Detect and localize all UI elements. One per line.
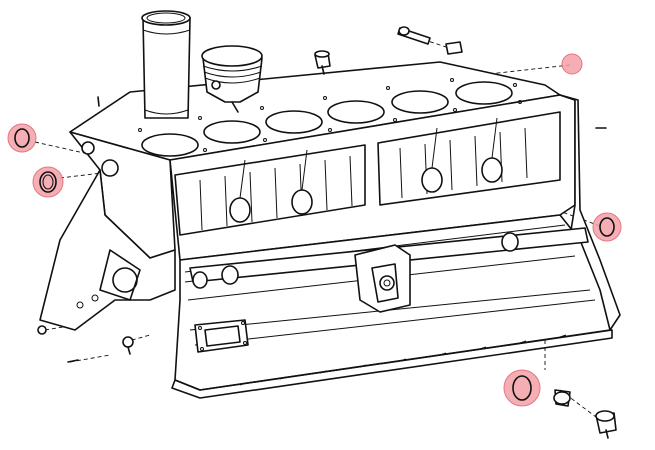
core-plug-rear-top[interactable] <box>561 53 583 75</box>
core-plug-bottom[interactable] <box>503 369 541 407</box>
core-plug-rear-side[interactable] <box>592 212 622 242</box>
piston <box>201 45 263 113</box>
cylinder-bores <box>138 78 522 157</box>
core-plug-highlights <box>7 53 622 407</box>
core-plug-front-lower[interactable] <box>32 166 64 198</box>
side-cover-plate <box>194 319 249 353</box>
top-fasteners <box>97 26 607 129</box>
engine-mount-bracket <box>354 244 411 313</box>
cylinder-liner <box>141 10 191 119</box>
bottom-fasteners <box>37 325 617 439</box>
core-plug-front-upper[interactable] <box>7 123 37 153</box>
crankcase-windows <box>174 111 561 236</box>
